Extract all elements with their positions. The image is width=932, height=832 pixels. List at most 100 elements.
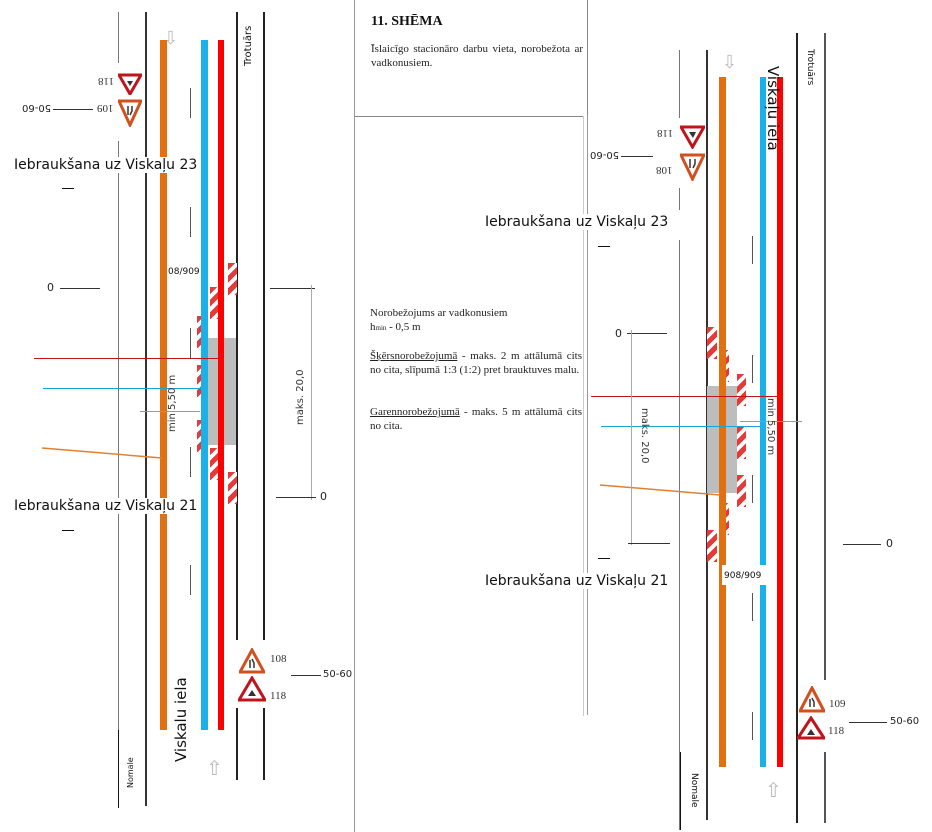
road-edge-line (796, 33, 798, 823)
sign-code-bg (722, 565, 777, 585)
barrier-cone (707, 327, 717, 359)
sign-number: 118 (828, 725, 845, 737)
road-narrows-sign-icon (680, 153, 705, 181)
page-border-line (354, 0, 355, 832)
scheme-subtitle: Īslaicīgo stacionāro darbu vieta, norobe… (371, 43, 583, 69)
lane-marking (190, 565, 191, 595)
sign-number: 118 (657, 127, 674, 139)
max-length-label: maks. 20,0 (295, 369, 306, 426)
barrier-cone (707, 530, 717, 562)
shoulder-label: Nomale (126, 757, 135, 788)
orange-crossing-line (41, 447, 163, 459)
sign-number: 118 (98, 75, 115, 87)
long-term: Garennorobežojumā (370, 406, 460, 418)
blue-utility-line (760, 77, 766, 767)
lane-marking (752, 593, 753, 621)
entry-label-top: Iebraukšana uz Viskaļu 23 (482, 214, 672, 230)
zero-label-left: 0 (615, 327, 622, 340)
signs-top-group (650, 118, 680, 188)
entry-label-bottom: Iebraukšana uz Viskaļu 21 (482, 573, 672, 589)
lane-marking (752, 475, 753, 503)
barrier-cone (210, 287, 220, 319)
long-fence-note: Garennorobežojumā - maks. 5 m attālumā c… (370, 405, 582, 433)
distance-line (621, 156, 653, 157)
scheme-title: 11. SHĒMA (371, 14, 443, 29)
hmin-line: hmin - 0,5 m (370, 321, 421, 333)
orange-utility-line (719, 77, 726, 767)
entry-label-top: Iebraukšana uz Viskaļu 23 (14, 157, 201, 173)
min-width-dimension-line (140, 411, 200, 412)
lane-marking (190, 207, 191, 237)
road-narrows-sign-icon (239, 648, 265, 674)
long-text: - maks. 5 m attālumā cits no cita. (370, 406, 582, 432)
sign-code-label: 08/909 (168, 267, 200, 277)
cyan-crossing-line (601, 426, 760, 427)
shoulder-outer-line (679, 240, 680, 830)
min-width-label: min 5,50 m (167, 374, 178, 432)
barrier-cone (737, 475, 746, 507)
fence-note: Norobežojums ar vadkonusiem hmin - 0,5 m (370, 306, 582, 335)
max-length-label: maks. 20,0 (639, 408, 650, 464)
lane-marking (190, 328, 191, 358)
sidewalk-label: Trotuārs (805, 49, 815, 86)
shoulder-outer-line (118, 270, 119, 807)
zero-marker-line (843, 544, 881, 545)
distance-line (53, 109, 93, 110)
min-width-dimension-line (740, 421, 802, 422)
lane-marking (752, 355, 753, 383)
orange-crossing-line (599, 484, 721, 496)
barrier-cone (210, 448, 220, 480)
roadworks-sign-icon (797, 716, 825, 740)
shoulder-inner-line (145, 12, 147, 806)
dimension-tick-top (270, 288, 315, 289)
signs-bottom-group (798, 680, 848, 752)
lane-marking (190, 88, 191, 118)
dimension-tick-bottom (628, 543, 670, 544)
direction-arrow-down-icon: ⇩ (722, 52, 738, 72)
entry-dash (598, 246, 610, 247)
zero-marker-line (60, 288, 100, 289)
entry-label-bottom: Iebraukšana uz Viskaļu 21 (14, 498, 201, 514)
road-narrows-sign-icon (118, 99, 142, 127)
roadworks-sign-icon (238, 676, 266, 702)
distance-label: 50-60 (323, 669, 353, 680)
distance-line (291, 675, 321, 676)
panel-right-border (587, 0, 588, 115)
lane-marking (752, 712, 753, 740)
sign-number: 109 (829, 698, 846, 710)
sign-code-label: 908/909 (724, 571, 762, 581)
max-length-dimension-line (631, 330, 632, 545)
direction-arrow-up-icon: ⇧ (765, 780, 782, 802)
sidewalk-edge-line (263, 12, 265, 780)
roadworks-sign-icon (118, 73, 142, 95)
zero-label-right: 0 (320, 490, 327, 503)
road-narrows-sign-icon (799, 686, 825, 713)
entry-dash (598, 558, 610, 559)
dimension-tick-bottom (276, 497, 316, 498)
shoulder-outer-line (118, 12, 119, 270)
sidewalk-edge-line (824, 33, 826, 823)
nomale-left-line (680, 752, 681, 830)
lane-marking (752, 236, 753, 264)
fence-intro: Norobežojums ar vadkonusiem (370, 307, 508, 319)
street-name-label: Viskalu iela (172, 677, 190, 762)
street-name-label: Viskaļu iela (764, 66, 782, 151)
page-border-line (587, 115, 588, 715)
max-length-dimension-line (311, 285, 312, 500)
orange-utility-line (160, 40, 167, 730)
sign-number: 108 (270, 653, 287, 665)
entry-dash (62, 530, 74, 531)
barrier-cone (228, 263, 237, 295)
cross-fence-note: Šķērsnorobežojumā - maks. 2 m attālumā c… (370, 349, 582, 377)
sign-number: 108 (656, 164, 673, 176)
nomale-left-line (118, 730, 119, 808)
distance-label: 50-60 (590, 149, 620, 160)
cross-text: - maks. 2 m attālumā cits no cita, slīpu… (370, 350, 582, 376)
distance-label: 50-60 (22, 102, 52, 113)
direction-arrow-up-icon: ⇧ (206, 758, 223, 780)
sign-number: 118 (270, 690, 287, 702)
panel-divider (355, 116, 583, 117)
barrier-cone (737, 427, 746, 459)
panel-right-border (583, 116, 584, 716)
sign-number: 109 (97, 102, 114, 114)
